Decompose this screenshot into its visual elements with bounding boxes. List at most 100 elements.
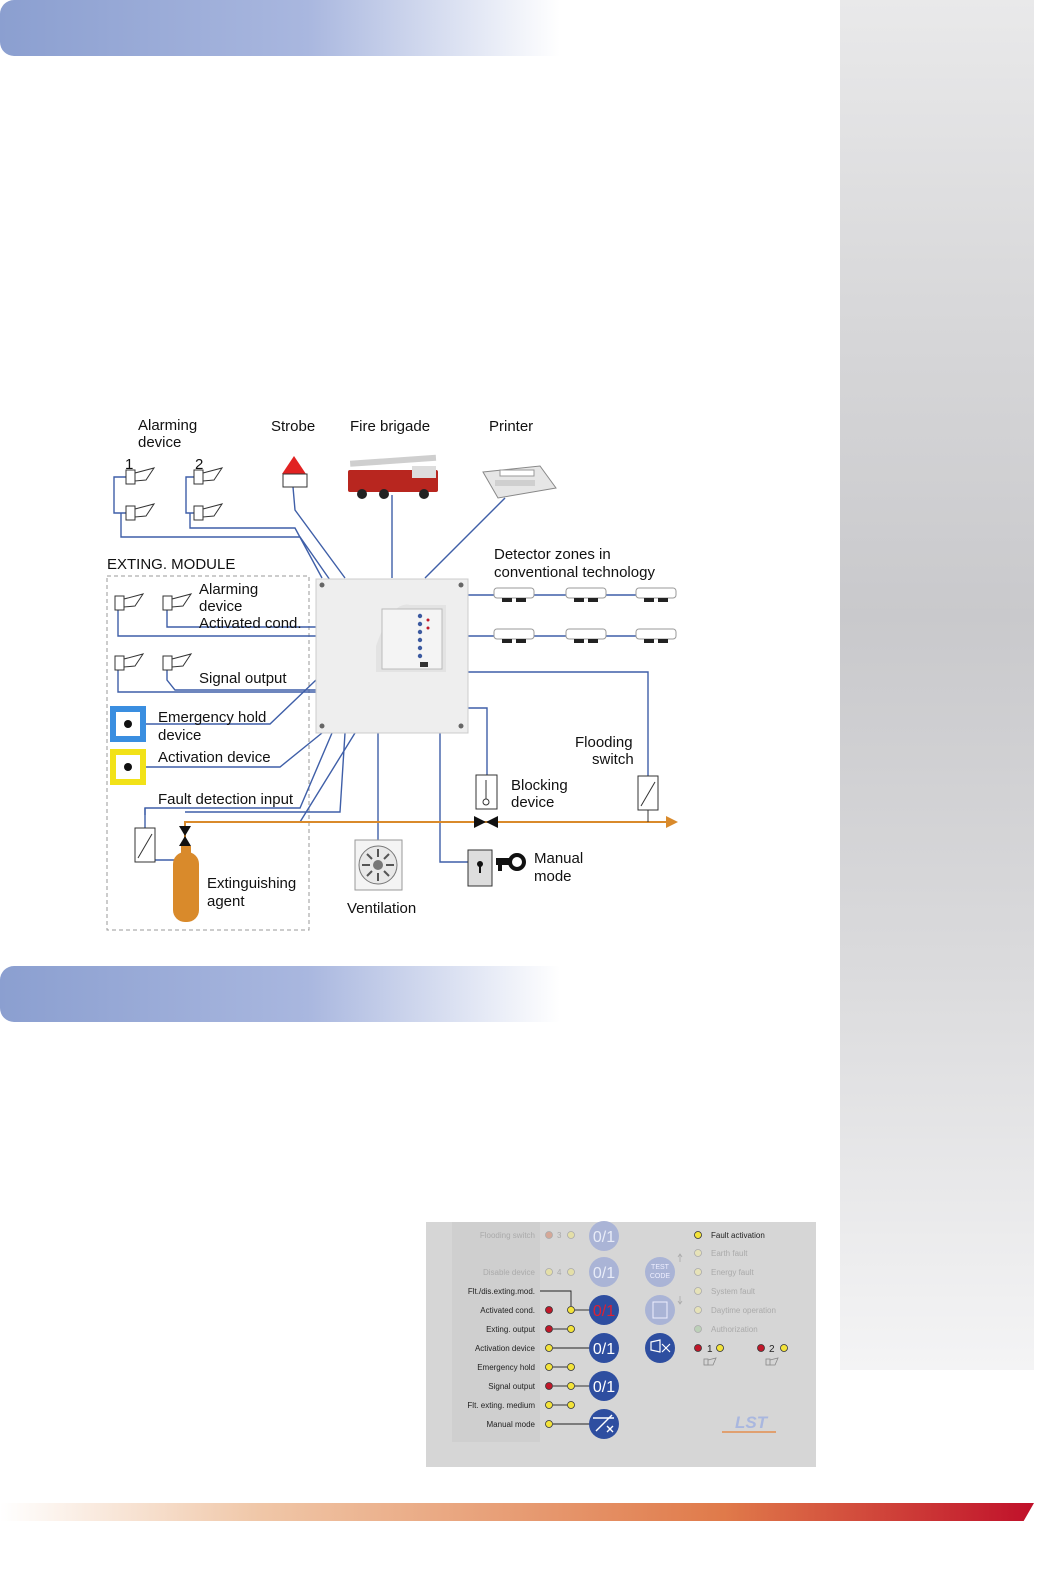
- horn-icon: [114, 593, 145, 611]
- test-code-label: CODE: [650, 1273, 671, 1280]
- label-extinguishing-agent: agent: [207, 893, 245, 910]
- strobe-icon: [282, 456, 308, 488]
- panel-connectors: [540, 1290, 590, 1425]
- detector-icon: [635, 628, 677, 643]
- label-strobe: Strobe: [271, 418, 315, 435]
- panel-label: Disable device: [483, 1268, 536, 1277]
- button-glyph: 0/1: [593, 1341, 615, 1358]
- header-band-middle: [0, 966, 560, 1022]
- label-activation-device: Activation device: [158, 749, 271, 766]
- horn-icon: [193, 503, 224, 521]
- panel-label: Flt./dis.exting.mod.: [468, 1287, 535, 1296]
- nav-arrow-icons: [677, 1253, 683, 1305]
- panel-label: Authorization: [711, 1325, 758, 1334]
- label-alarming-device-top: Alarming: [138, 417, 197, 434]
- panel-right-labels: Fault activation Earth fault Energy faul…: [707, 1231, 776, 1355]
- panel-label: Energy fault: [711, 1268, 754, 1277]
- panel-label: Fault activation: [711, 1231, 765, 1240]
- label-alarming-device: device: [199, 598, 242, 615]
- label-fire-brigade: Fire brigade: [350, 418, 430, 435]
- panel-label: System fault: [711, 1287, 756, 1296]
- horn-icon: [125, 467, 156, 485]
- manual-mode-key-icon: [467, 849, 526, 887]
- label-ventilation: Ventilation: [347, 900, 416, 917]
- horn-icons: [114, 467, 224, 671]
- extinguishing-pipe: [184, 821, 666, 850]
- test-code-button: [645, 1257, 675, 1287]
- label-blocking-device: device: [511, 794, 554, 811]
- label-blocking-device: Blocking: [511, 777, 568, 794]
- toggle-button-active: [589, 1295, 619, 1325]
- label-alarming-device-top: device: [138, 434, 181, 451]
- label-flooding-switch: Flooding: [575, 734, 633, 751]
- label-printer: Printer: [489, 418, 533, 435]
- horn-icon: [193, 467, 224, 485]
- ventilation-icon: [354, 839, 403, 891]
- front-panel: [426, 1222, 816, 1467]
- reset-button: [645, 1295, 675, 1325]
- label-flooding-switch: switch: [592, 751, 634, 768]
- panel-label: Manual mode: [487, 1420, 536, 1429]
- horn-icon: [703, 1357, 717, 1366]
- button-glyph: 0/1: [593, 1265, 615, 1282]
- label-signal-output: Signal output: [199, 670, 287, 687]
- label-manual-mode: Manual: [534, 850, 583, 867]
- toggle-button-faded: [589, 1257, 619, 1287]
- button-glyph: 0/1: [593, 1229, 615, 1246]
- test-code-label: TEST: [651, 1264, 670, 1271]
- decorative-sidebar: [840, 0, 1034, 1370]
- lst-logo-text: LST: [735, 1413, 769, 1432]
- exting-module-box: [106, 575, 310, 931]
- panel-label: Signal output: [488, 1382, 535, 1391]
- header-band-top: [0, 0, 560, 56]
- detector-icon: [565, 628, 607, 643]
- manual-mode-button: [589, 1409, 619, 1439]
- horn-icon: [162, 653, 193, 671]
- horn-icon: [162, 593, 193, 611]
- detector-icons: [493, 587, 677, 643]
- panel-label: Daytime operation: [711, 1306, 776, 1315]
- panel-num-3: 3: [557, 1231, 562, 1240]
- panel-label: Exting. output: [486, 1325, 536, 1334]
- emergency-hold-icon: [110, 706, 146, 742]
- label-emergency-hold: device: [158, 727, 201, 744]
- panel-label: Flooding switch: [480, 1231, 535, 1240]
- panel-num-4: 4: [557, 1268, 562, 1277]
- zone-label: 1: [707, 1344, 713, 1355]
- label-activated-cond: Activated cond.: [199, 615, 302, 632]
- lst-logo: LST: [722, 1413, 776, 1433]
- panel-left-labels: Flooding switch Disable device Flt./dis.…: [467, 1231, 535, 1429]
- zone-label: 2: [769, 1344, 775, 1355]
- detector-icon: [635, 587, 677, 602]
- panel-label: Activated cond.: [480, 1306, 535, 1315]
- panel-leds-left: 3 4: [545, 1231, 575, 1428]
- detector-icon: [493, 587, 535, 602]
- footer-bar: [0, 1503, 1034, 1521]
- control-panel-housing: [315, 578, 469, 734]
- horn-icon: [125, 503, 156, 521]
- toggle-button: [589, 1333, 619, 1363]
- zone-horn-icons: [703, 1357, 779, 1366]
- label-fault-detection-input: Fault detection input: [158, 791, 294, 808]
- label-manual-mode: mode: [534, 868, 572, 885]
- panel-buttons: 0/1 0/1 0/1 0/1 0/1 TEST CODE: [589, 1221, 675, 1439]
- blocking-device-icon: [474, 774, 498, 828]
- detector-icon: [565, 587, 607, 602]
- label-alarming-device: Alarming: [199, 581, 258, 598]
- button-glyph: 0/1: [593, 1303, 615, 1320]
- toggle-button: [589, 1371, 619, 1401]
- horn-icon: [765, 1357, 779, 1366]
- activation-device-icon: [110, 749, 146, 785]
- valve-icon: [179, 826, 191, 846]
- label-group-1: 1: [125, 456, 133, 473]
- panel-label: Activation device: [475, 1344, 536, 1353]
- toggle-button-faded: [589, 1221, 619, 1251]
- panel-label: Earth fault: [711, 1249, 748, 1258]
- label-exting-module: EXTING. MODULE: [107, 556, 235, 573]
- panel-label: Emergency hold: [477, 1363, 535, 1372]
- extinguishing-bottle-icon: [173, 846, 199, 922]
- panel-label: Flt. exting. medium: [467, 1401, 535, 1410]
- label-detector-zones: conventional technology: [494, 564, 655, 581]
- label-emergency-hold: Emergency hold: [158, 709, 266, 726]
